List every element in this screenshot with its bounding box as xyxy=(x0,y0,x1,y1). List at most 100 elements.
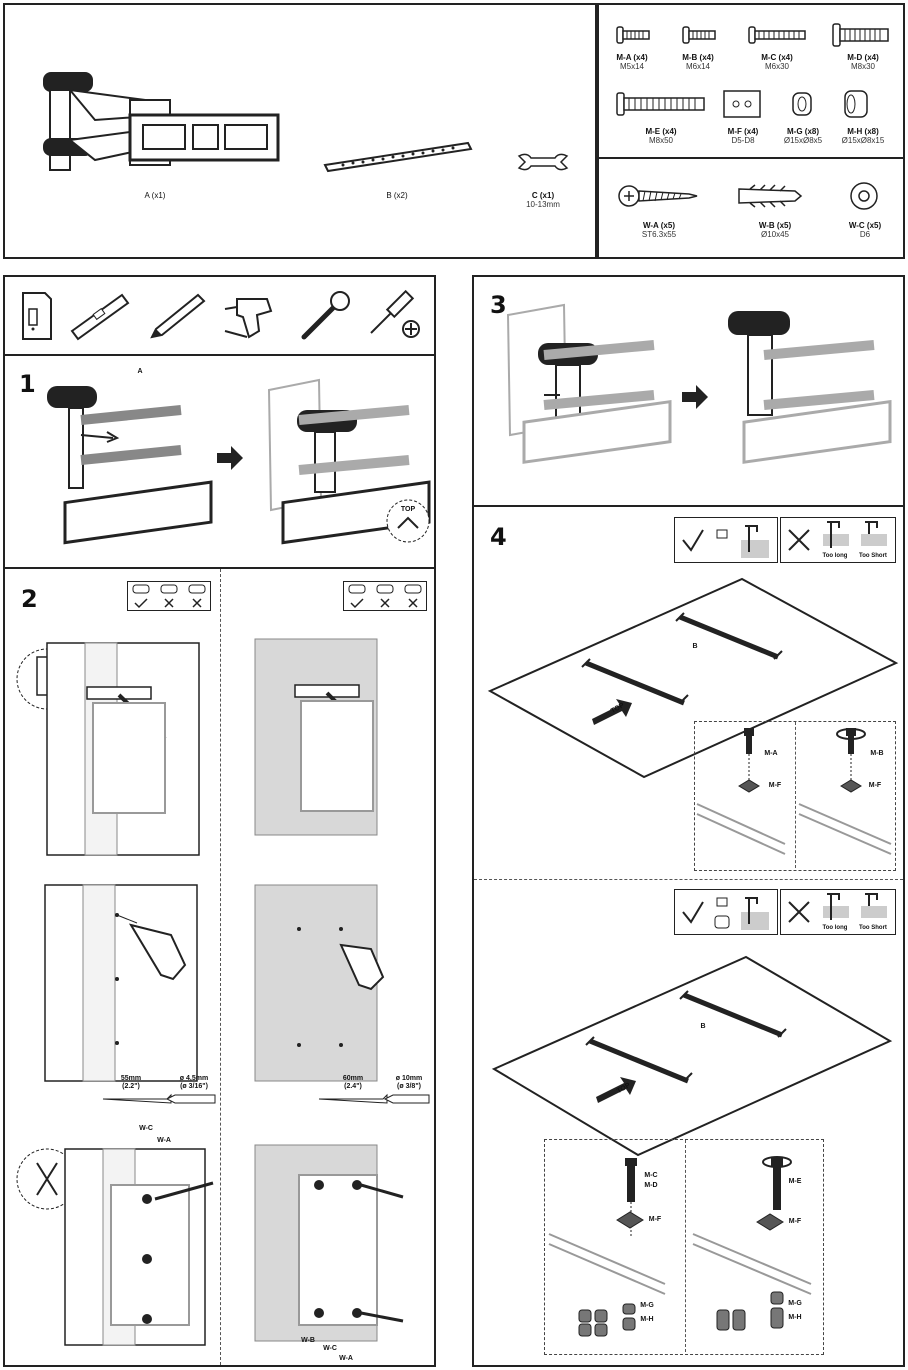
step4-number: 4 xyxy=(490,523,507,551)
detail-mg-a: M-G xyxy=(640,1302,654,1309)
detail-ma: M-A xyxy=(764,750,778,757)
step3-mount-before xyxy=(506,303,672,464)
screw-m-d-icon xyxy=(832,23,889,47)
hw-w-b-name: W-B (x5) xyxy=(758,221,792,230)
wood-dist-in: (2.2") xyxy=(122,1083,140,1090)
screw-m-c-icon xyxy=(748,26,806,44)
too-long-screw-icon xyxy=(823,521,849,548)
wood-screw-w-a-icon xyxy=(618,185,698,207)
step3-panel: 3 xyxy=(472,275,905,507)
concrete-wall-marking xyxy=(254,638,378,836)
detail-mf-b: M-F xyxy=(868,782,882,789)
hw-m-f-spec: D5-D8 xyxy=(731,136,755,145)
wood-wc-label: W-C xyxy=(139,1125,153,1132)
wood-wall-drilling xyxy=(44,884,198,1082)
concrete-drill-bit: ø 10mm(ø 3/8") xyxy=(387,1075,431,1091)
washer-w-c-icon xyxy=(850,182,878,210)
conc-dist-mm: 60mm xyxy=(342,1075,364,1082)
conc-dist-in: (2.4") xyxy=(344,1083,362,1090)
wrench-part-icon xyxy=(517,153,569,171)
part-c-label: C (x1) 10-13mm xyxy=(513,191,573,209)
wood-distance-bar xyxy=(102,1093,172,1104)
plate-m-f-detail-d xyxy=(756,1213,784,1231)
mount-arm-illustration xyxy=(43,72,280,171)
detail-mh-a: M-H xyxy=(640,1316,654,1323)
concrete-distance-bar xyxy=(318,1093,388,1104)
step4-wrong-legend-b: Too long Too Short xyxy=(780,889,896,935)
hw-w-c-name: W-C (x5) xyxy=(848,221,882,230)
hw-w-b-label: W-B (x5)Ø10x45 xyxy=(745,221,805,239)
spacers-detail-left xyxy=(578,1303,636,1337)
check-icon-b xyxy=(682,897,769,930)
hw-m-c-name: M-C (x4) xyxy=(761,53,793,62)
cross-icon xyxy=(788,529,810,551)
hw-w-a-spec: ST6.3x55 xyxy=(641,230,677,239)
wood-wa-label: W-A xyxy=(157,1137,171,1144)
detail-mf-a: M-F xyxy=(768,782,782,789)
step2-legend-wood xyxy=(127,581,211,611)
step4-detail-upper: M-A M-B M-F M-F xyxy=(694,721,896,871)
step4-panel: 4 Too long Too Short B TOP xyxy=(472,505,905,1367)
step1-label-a: A xyxy=(137,368,143,375)
wood-distance: 55mm(2.2") xyxy=(101,1075,161,1091)
detail-mb: M-B xyxy=(870,750,884,757)
hw-m-e-spec: M8x50 xyxy=(648,136,673,145)
wood-drill-in: (ø 3/16") xyxy=(180,1083,208,1090)
step1-number: 1 xyxy=(19,370,36,398)
hw-w-c-label: W-C (x5)D6 xyxy=(835,221,895,239)
spacer-m-g-icon xyxy=(792,92,812,116)
hw-m-f-name: M-F (x4) xyxy=(727,127,759,136)
top-badge-label: TOP xyxy=(400,506,416,513)
level-icon xyxy=(70,293,130,341)
detail-divider-upper xyxy=(795,722,796,868)
step4-b-label-upper: B xyxy=(692,643,698,650)
detail-me: M-E xyxy=(788,1178,802,1185)
tools-panel xyxy=(3,275,436,356)
step1-arrow-icon xyxy=(217,446,243,470)
too-long-screw-icon-b xyxy=(823,893,849,920)
hw-m-b-label: M-B (x4)M6x14 xyxy=(673,53,723,71)
plate-m-f-detail-c xyxy=(616,1211,644,1229)
screw-m-a-icon xyxy=(616,26,650,44)
step4-b-label-lower: B xyxy=(700,1023,706,1030)
hw-w-c-spec: D6 xyxy=(859,230,871,239)
hw-m-b-name: M-B (x4) xyxy=(682,53,714,62)
detail-mc: M-C xyxy=(644,1172,658,1179)
too-short-label-a: Too Short xyxy=(859,553,887,559)
pencil-icon xyxy=(150,293,206,339)
hw-m-f-label: M-F (x4)D5-D8 xyxy=(715,127,771,145)
concrete-drill-bit-icon xyxy=(383,1094,430,1104)
part-b-label: B (x2) xyxy=(386,191,408,200)
hw-w-b-spec: Ø10x45 xyxy=(760,230,790,239)
detail-mh-b: M-H xyxy=(788,1314,802,1321)
step3-mount-after xyxy=(728,311,892,464)
part-a-label: A (x1) xyxy=(144,191,166,200)
step2-divider xyxy=(220,569,221,1365)
concrete-wa-label: W-A xyxy=(339,1355,353,1362)
hw-w-a-name: W-A (x5) xyxy=(643,221,675,230)
step1-mount-after xyxy=(267,378,431,545)
screw-m-b-detail-icon xyxy=(836,728,866,786)
hw-m-a-name: M-A (x4) xyxy=(616,53,648,62)
top-badge-icon xyxy=(386,499,430,543)
check-icon xyxy=(682,525,769,558)
spacer-m-h-icon xyxy=(844,90,868,118)
washer-plate-m-f-icon xyxy=(723,90,761,118)
parts-panel: A (x1) B (x2) C (x1) 10-13mm xyxy=(3,3,597,259)
step4-check-legend-b xyxy=(674,889,778,935)
step3-number: 3 xyxy=(490,291,507,319)
hw-m-h-name: M-H (x8) xyxy=(847,127,879,136)
plate-m-f-detail-a xyxy=(738,779,760,793)
step2-number: 2 xyxy=(21,585,38,613)
step2-panel: 2 xyxy=(3,567,436,1367)
wrench-icon xyxy=(301,291,350,340)
screw-m-a-detail-icon xyxy=(744,728,754,786)
step4-divider xyxy=(474,879,903,880)
too-long-label-a: Too long xyxy=(822,553,848,559)
concrete-wb-label: W-B xyxy=(301,1337,315,1344)
too-long-label-b: Too long xyxy=(822,925,848,931)
detail-mg-b: M-G xyxy=(788,1300,802,1307)
too-short-screw-icon xyxy=(861,521,887,546)
wood-wall-mounting xyxy=(16,1148,214,1346)
hw-m-g-spec: Ø15xØ8x5 xyxy=(783,136,823,145)
